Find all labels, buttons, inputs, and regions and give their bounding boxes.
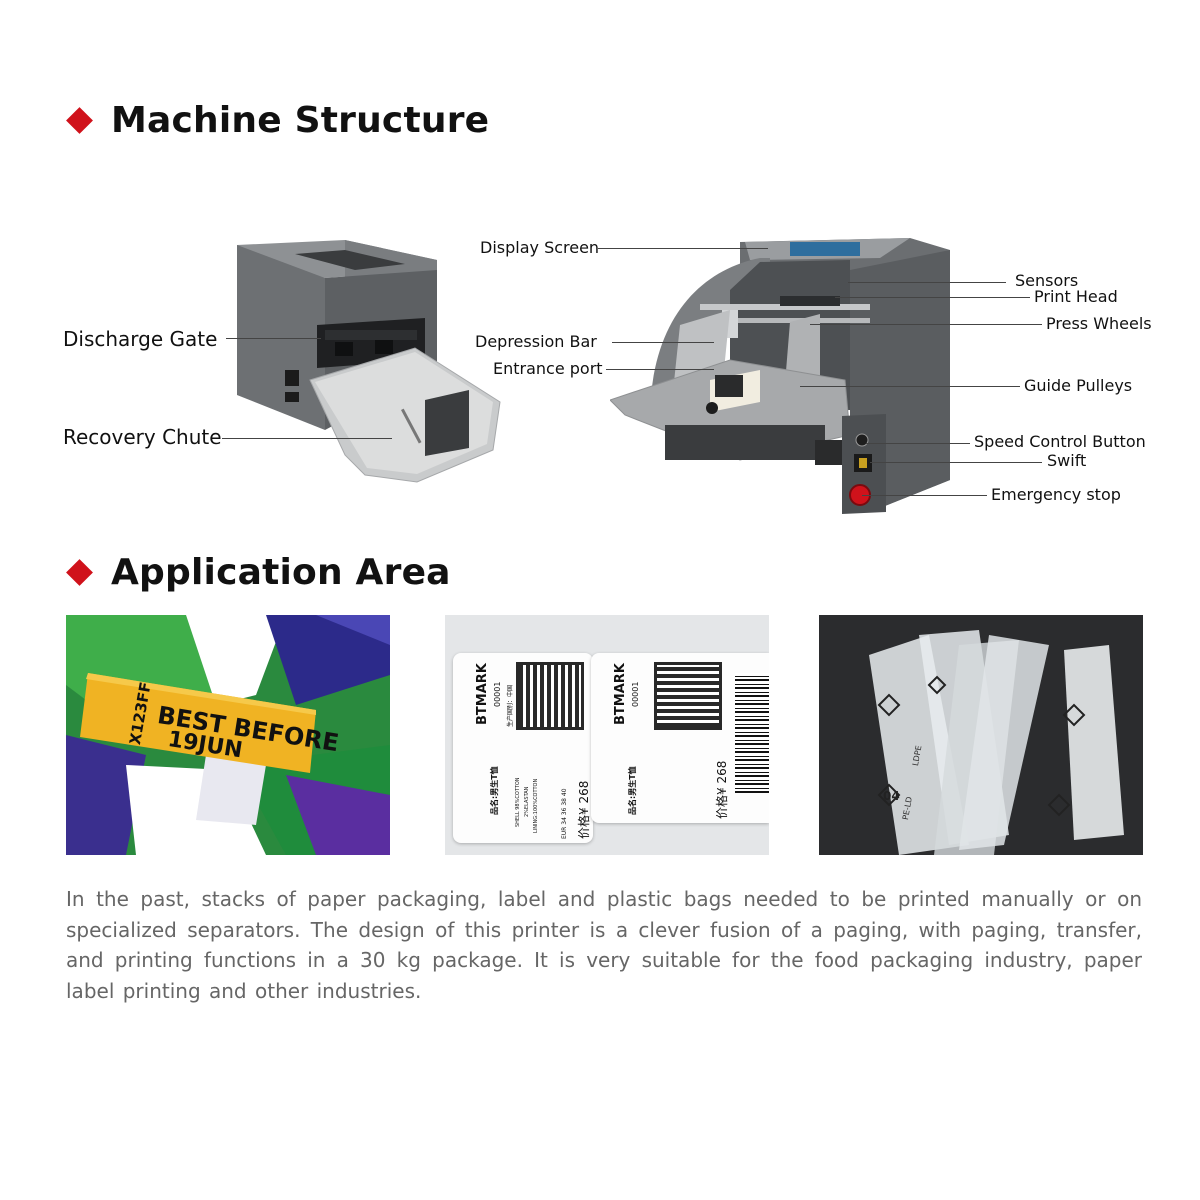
- section-title-structure: Machine Structure: [66, 100, 489, 141]
- label-name-text: 品名:男生T恤: [490, 766, 499, 815]
- photo-clothing-labels: BTMARK 00001 生产国别：中国 品名:男生T恤 SHELL 98%CO…: [445, 615, 769, 855]
- section-title-structure-text: Machine Structure: [111, 100, 490, 141]
- leader-line: [606, 369, 714, 370]
- callout-recovery-chute: Recovery Chute: [63, 425, 222, 449]
- label-origin-text: 生产国别：中国: [507, 684, 514, 727]
- barcode-icon: [735, 673, 769, 793]
- label-card: BTMARK 00001 生产国别：中国 品名:男生T恤 SHELL 98%CO…: [453, 653, 593, 843]
- label-name-text: 品名:男生T恤: [628, 766, 637, 815]
- label-price-text: 价格¥ 268: [577, 780, 591, 839]
- leader-line: [848, 282, 1006, 283]
- callout-depression-bar: Depression Bar: [475, 332, 597, 351]
- callout-discharge-gate: Discharge Gate: [63, 327, 218, 351]
- callout-print-head: Print Head: [1034, 287, 1118, 306]
- label-price-text: 价格¥ 268: [715, 760, 729, 819]
- label-elastan-text: 2%ELASTAN: [524, 786, 530, 817]
- leader-line: [800, 386, 1020, 387]
- callout-display-screen: Display Screen: [480, 238, 600, 257]
- leader-line: [835, 297, 1030, 298]
- section-title-application: Application Area: [66, 552, 451, 593]
- section-title-application-text: Application Area: [111, 552, 451, 593]
- machine-front-view-image: [610, 238, 950, 514]
- leader-line: [870, 462, 1042, 463]
- callout-sensors: Sensors: [1015, 271, 1079, 290]
- callout-speed-control-button: Speed Control Button: [974, 432, 1146, 451]
- qr-code-icon: [516, 662, 584, 730]
- machine-rear-view-image: [237, 240, 501, 483]
- label-shell-text: SHELL 98%COTTON: [515, 777, 521, 828]
- bag-tag-illustration: [66, 615, 390, 855]
- label-code-text: 00001: [493, 681, 502, 707]
- description-paragraph: In the past, stacks of paper packaging, …: [66, 887, 1142, 1003]
- leader-line: [612, 342, 714, 343]
- label-eur-text: EUR 34 36 38 40: [561, 788, 568, 839]
- leader-line: [598, 248, 768, 249]
- callout-press-wheels: Press Wheels: [1046, 314, 1152, 333]
- qr-code-icon: [654, 662, 722, 730]
- callout-swift: Swift: [1047, 451, 1087, 470]
- diamond-bullet-icon: [66, 559, 93, 586]
- recycle-mark-text: 04: [883, 789, 900, 803]
- leader-line: [866, 443, 970, 444]
- label-brand-text: BTMARK: [613, 663, 628, 725]
- leader-line: [862, 495, 987, 496]
- leader-line: [810, 324, 1042, 325]
- leader-line: [226, 338, 321, 339]
- diamond-bullet-icon: [66, 107, 93, 134]
- callout-guide-pulleys: Guide Pulleys: [1024, 376, 1133, 395]
- callout-emergency-stop: Emergency stop: [991, 485, 1121, 504]
- photo-poly-bags: 04 PE-LD LDPE: [819, 615, 1143, 855]
- photo-bag-tag: BEST BEFORE 19JUN X123FF: [66, 615, 390, 855]
- poly-bags-illustration: [819, 615, 1143, 855]
- label-card: BTMARK 00001 品名:男生T恤 价格¥ 268: [591, 653, 769, 823]
- leader-line: [222, 438, 392, 439]
- callout-entrance-port: Entrance port: [493, 359, 603, 378]
- label-lining-text: LINING:100%COTTON: [533, 778, 539, 833]
- label-code-text: 00001: [631, 681, 640, 707]
- label-brand-text: BTMARK: [475, 663, 490, 725]
